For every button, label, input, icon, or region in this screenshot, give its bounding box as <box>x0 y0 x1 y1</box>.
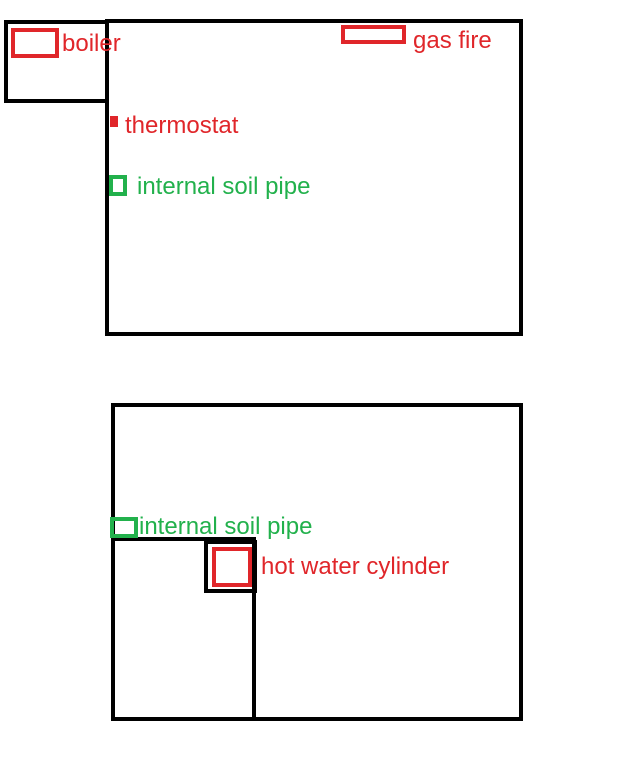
boiler-room-outline <box>4 20 109 103</box>
thermostat-marker <box>110 116 118 127</box>
thermostat-label: thermostat <box>125 112 239 139</box>
hot-water-cylinder-label: hot water cylinder <box>261 553 449 580</box>
lower-plan: internal soil pipe hot water cylinder <box>110 403 523 721</box>
cylinder-cupboard-outline <box>204 540 257 593</box>
soil-pipe-label-lower: internal soil pipe <box>139 513 312 540</box>
gas-fire-label: gas fire <box>413 27 492 54</box>
soil-pipe-marker-lower <box>110 517 138 538</box>
hot-water-cylinder-marker <box>212 547 252 587</box>
upper-plan: boiler gas fire thermostat internal soil… <box>4 19 523 336</box>
upper-room-outline <box>105 19 523 336</box>
gas-fire-marker <box>341 25 406 44</box>
boiler-marker <box>11 28 59 58</box>
soil-pipe-label-upper: internal soil pipe <box>137 173 310 200</box>
lower-sub-room-outline <box>111 537 256 721</box>
soil-pipe-marker-upper <box>109 175 127 196</box>
boiler-label: boiler <box>62 30 121 57</box>
